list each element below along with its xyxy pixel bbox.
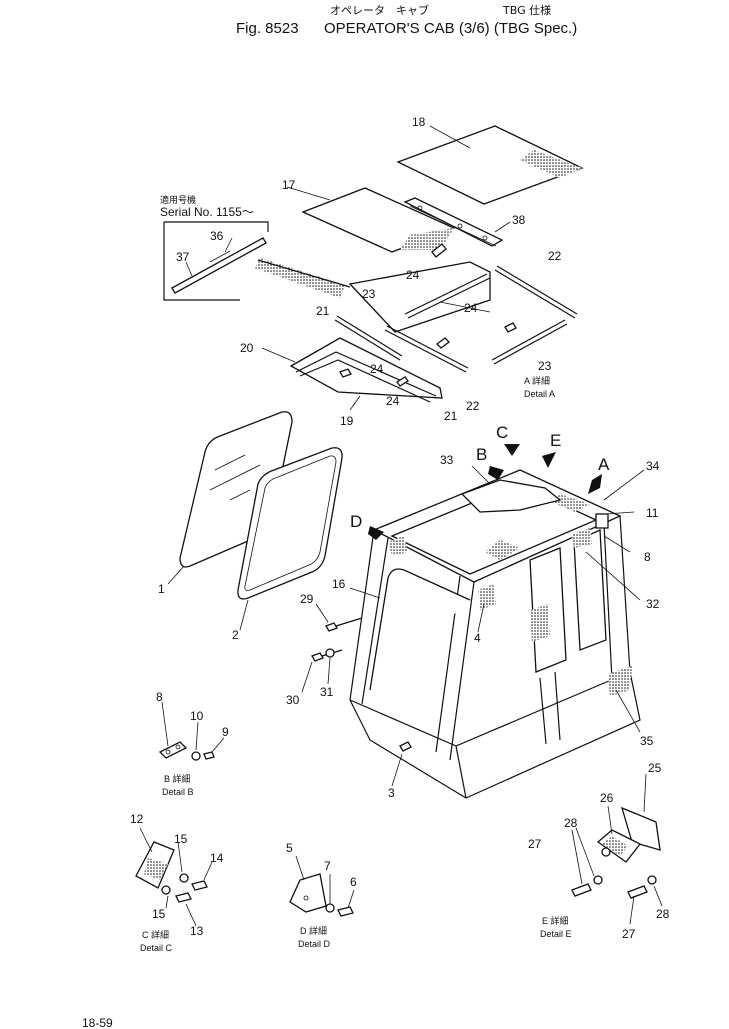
callout-23-a: 23 xyxy=(362,287,376,301)
callout-12: 12 xyxy=(130,812,144,826)
roof-seal-panel xyxy=(286,186,456,253)
small-bolts xyxy=(311,617,363,662)
callout-30: 30 xyxy=(286,693,300,707)
callout-24-b: 24 xyxy=(464,301,478,315)
callout-7: 7 xyxy=(324,859,331,873)
callout-21-a: 21 xyxy=(316,304,330,318)
callout-28-a: 28 xyxy=(564,816,578,830)
callout-35: 35 xyxy=(640,734,654,748)
callout-19: 19 xyxy=(340,414,354,428)
callout-15-a: 15 xyxy=(174,832,188,846)
callout-8-detail-b: 8 xyxy=(156,690,163,704)
roof-frame xyxy=(403,197,511,247)
view-label-a: A xyxy=(598,455,610,474)
title-jp-name: オペレータ キャブ xyxy=(330,3,429,17)
callout-37: 37 xyxy=(176,250,190,264)
callout-10: 10 xyxy=(190,709,204,723)
title-jp-spec: TBG 仕様 xyxy=(502,3,551,17)
detail-e: E 詳細 Detail E xyxy=(540,773,663,939)
leader-lines xyxy=(167,465,645,787)
detail-a-label: Detail A xyxy=(524,389,555,399)
callout-8-cab: 8 xyxy=(644,550,651,564)
figure-number: Fig. 8523 xyxy=(236,20,299,37)
detail-d: D 詳細 Detail D xyxy=(289,855,355,949)
view-label-e: E xyxy=(550,431,561,450)
callout-27-b: 27 xyxy=(622,927,636,941)
callout-24-c: 24 xyxy=(370,362,384,376)
detail-d-label: Detail D xyxy=(298,939,331,949)
detail-e-jp: E 詳細 xyxy=(542,915,569,926)
callout-22-b: 22 xyxy=(466,399,480,413)
callout-6: 6 xyxy=(350,875,357,889)
view-label-d: D xyxy=(350,512,362,531)
callout-21-b: 21 xyxy=(444,409,458,423)
callout-31: 31 xyxy=(320,685,334,699)
callout-5: 5 xyxy=(286,841,293,855)
callout-3: 3 xyxy=(388,786,395,800)
figure-title: OPERATOR'S CAB (3/6) (TBG Spec.) xyxy=(324,20,577,37)
callout-18: 18 xyxy=(412,115,426,129)
detail-c: C 詳細 Detail C xyxy=(135,827,213,953)
callout-24-a: 24 xyxy=(406,268,420,282)
detail-b: B 詳細 Detail B xyxy=(158,701,225,797)
callout-13: 13 xyxy=(190,924,204,938)
callout-20: 20 xyxy=(240,341,254,355)
view-label-b: B xyxy=(476,445,487,464)
callout-29: 29 xyxy=(300,592,314,606)
callout-23-b: 23 xyxy=(538,359,552,373)
page-number: 18-59 xyxy=(82,1016,113,1029)
callout-2: 2 xyxy=(232,628,239,642)
screws-24 xyxy=(339,243,517,387)
view-label-c: C xyxy=(496,423,508,442)
callout-1: 1 xyxy=(158,582,165,596)
cab-body xyxy=(349,469,641,799)
callout-numbers: 1 2 3 4 5 6 7 8 8 9 10 11 12 13 14 15 15… xyxy=(130,115,670,941)
callout-33: 33 xyxy=(440,453,454,467)
detail-b-jp: B 詳細 xyxy=(164,773,191,784)
door-seal xyxy=(237,447,343,600)
callout-4: 4 xyxy=(474,631,481,645)
callout-9: 9 xyxy=(222,725,229,739)
callout-24-d: 24 xyxy=(386,394,400,408)
detail-c-label: Detail C xyxy=(140,943,173,953)
callout-17: 17 xyxy=(282,178,296,192)
callout-28-b: 28 xyxy=(656,907,670,921)
callout-26: 26 xyxy=(600,791,614,805)
callout-34: 34 xyxy=(646,459,660,473)
callout-14: 14 xyxy=(210,851,224,865)
callout-16: 16 xyxy=(332,577,346,591)
serial-group: 適用号機 Serial No. 1155～ xyxy=(160,194,351,301)
callout-38: 38 xyxy=(512,213,526,227)
view-arrows: A B C D E xyxy=(350,423,610,540)
detail-a: A 詳細 Detail A xyxy=(524,375,555,399)
serial-jp: 適用号機 xyxy=(160,194,196,205)
serial-label: Serial No. 1155～ xyxy=(160,205,254,219)
detail-e-label: Detail E xyxy=(540,929,572,939)
detail-c-jp: C 詳細 xyxy=(142,929,169,940)
detail-d-jp: D 詳細 xyxy=(300,925,327,936)
callout-22-a: 22 xyxy=(548,249,562,263)
callout-11: 11 xyxy=(646,506,659,520)
callout-27-a: 27 xyxy=(528,837,542,851)
title-block: オペレータ キャブ TBG 仕様 Fig. 8523 OPERATOR'S CA… xyxy=(236,3,577,37)
roof-glass xyxy=(396,125,584,205)
callout-15-b: 15 xyxy=(152,907,166,921)
callout-32: 32 xyxy=(646,597,660,611)
detail-b-label: Detail B xyxy=(162,787,194,797)
detail-a-jp: A 詳細 xyxy=(524,375,550,386)
callout-25: 25 xyxy=(648,761,662,775)
callout-36: 36 xyxy=(210,229,224,243)
